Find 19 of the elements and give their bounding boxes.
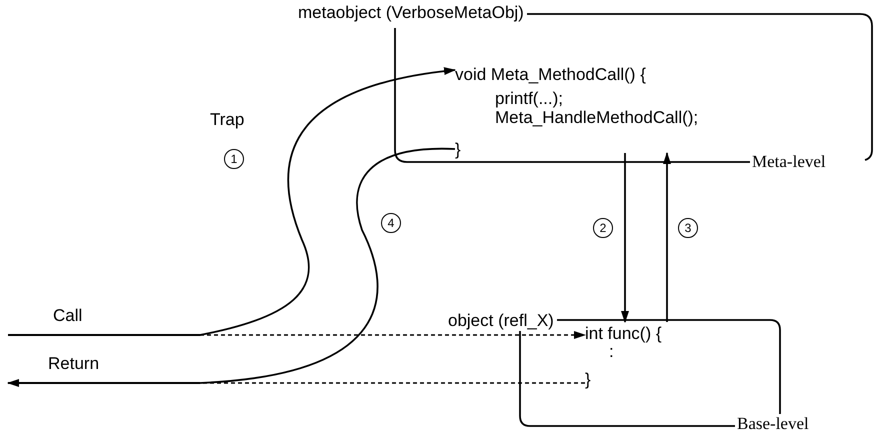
text-label: Trap bbox=[210, 110, 244, 130]
arrow bbox=[663, 152, 671, 322]
flow-label: Return bbox=[48, 354, 100, 374]
code-line: } bbox=[455, 140, 461, 160]
arrow bbox=[621, 153, 629, 323]
step-number: 2 bbox=[593, 218, 613, 238]
step-number: 1 bbox=[224, 149, 244, 169]
code-line: void Meta_MethodCall() { bbox=[455, 65, 646, 85]
region-heading: object (refl_X) bbox=[448, 311, 557, 331]
code-line: : bbox=[609, 342, 614, 362]
region-heading: metaobject (VerboseMetaObj) bbox=[298, 3, 527, 23]
flow-label: Call bbox=[53, 306, 82, 326]
code-line: Meta_HandleMethodCall(); bbox=[495, 108, 698, 128]
code-line: } bbox=[585, 370, 591, 390]
step-number: 4 bbox=[381, 213, 401, 233]
code-line: printf(...); bbox=[495, 89, 564, 109]
code-line: int func() { bbox=[585, 324, 662, 344]
dashed-arrow bbox=[200, 331, 586, 339]
step-number: 3 bbox=[678, 218, 698, 238]
